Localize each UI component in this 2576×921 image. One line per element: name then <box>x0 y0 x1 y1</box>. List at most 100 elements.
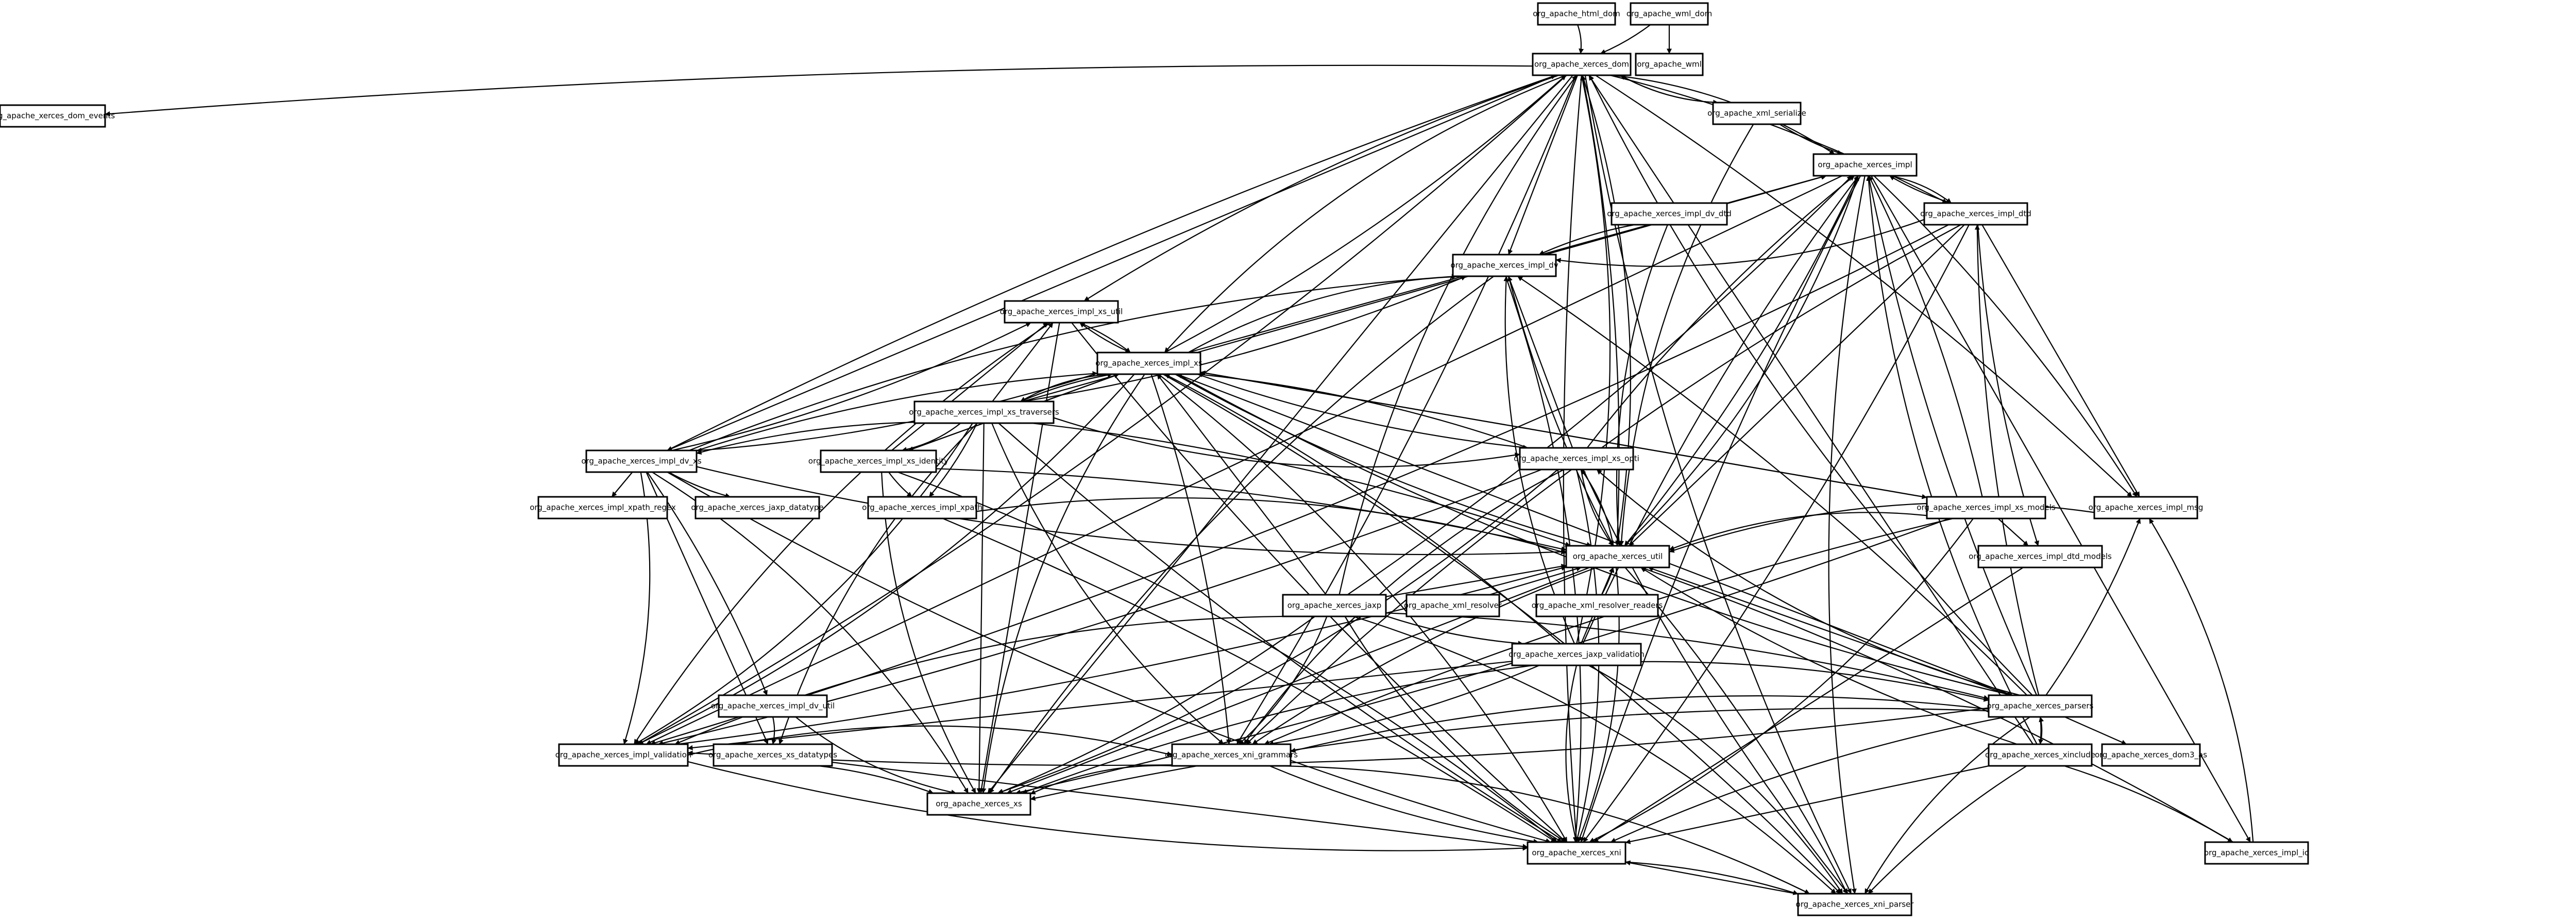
dependency-edge <box>689 274 1457 451</box>
dependency-edge <box>2148 518 2254 843</box>
package-node-xs[interactable]: org_apache_xerces_xs <box>926 792 1031 816</box>
dependency-edge <box>1158 374 1568 843</box>
dependency-edge <box>1157 374 1327 595</box>
package-node-impl-xs-models[interactable]: org_apache_xerces_impl_xs_models <box>1917 496 2056 520</box>
dependency-edge <box>696 373 1098 453</box>
package-node-xml-resolver[interactable]: org_apache_xml_resolver <box>1404 594 1502 617</box>
dependency-edge <box>667 74 1556 451</box>
package-node-impl-validation[interactable]: org_apache_xerces_impl_validation <box>555 743 692 767</box>
package-node-impl-msg[interactable]: org_apache_xerces_impl_msg <box>2089 496 2204 520</box>
dependency-edge <box>1616 224 1668 546</box>
package-node-impl-dv-dtd[interactable]: org_apache_xerces_impl_dv_dtd <box>1607 202 1732 226</box>
package-node-xs-datatypes[interactable]: org_apache_xerces_xs_datatypes <box>708 743 837 767</box>
package-node-jaxp-datatype[interactable]: org_apache_xerces_jaxp_datatype <box>691 496 824 520</box>
dependency-edge <box>1079 322 1131 353</box>
dependency-edge <box>696 466 1567 556</box>
package-node-impl-dv-util[interactable]: org_apache_xerces_impl_dv_util <box>711 694 835 718</box>
dependency-edge <box>881 472 976 794</box>
package-label: org_apache_xerces_xni_parser <box>1796 900 1914 910</box>
dependency-edge <box>1015 517 1950 795</box>
dependency-edge <box>1269 765 1539 844</box>
dependency-edge <box>1020 373 1113 402</box>
package-node-wml-dom[interactable]: org_apache_wml_dom <box>1626 2 1712 26</box>
package-node-impl-xs-traversers[interactable]: org_apache_xerces_impl_xs_traversers <box>909 400 1059 424</box>
package-node-impl-xs-identity[interactable]: org_apache_xerces_impl_xs_identity <box>808 449 948 473</box>
package-node-dom-events[interactable]: org_apache_xerces_dom_events <box>0 104 115 128</box>
package-node-util[interactable]: org_apache_xerces_util <box>1565 545 1670 568</box>
package-node-xml-resolver-readers[interactable]: org_apache_xml_resolver_readers <box>1532 594 1663 617</box>
package-node-html-dom[interactable]: org_apache_html_dom <box>1533 2 1620 26</box>
package-node-dom[interactable]: org_apache_xerces_dom <box>1532 53 1632 76</box>
package-node-impl-dtd-models[interactable]: org_apache_xerces_impl_dtd_models <box>1969 545 2112 568</box>
dependency-edge <box>1583 469 1849 894</box>
package-label: org_apache_xerces_impl_dv <box>1450 261 1558 271</box>
dependency-edge <box>667 472 1551 844</box>
dependency-edge <box>1290 695 1989 753</box>
package-node-xml-serialize[interactable]: org_apache_xml_serialize <box>1707 102 1806 125</box>
dependency-edge <box>2045 518 2141 696</box>
package-node-impl[interactable]: org_apache_xerces_impl <box>1812 153 1918 177</box>
package-label: org_apache_xerces_dom3_as <box>2095 750 2207 760</box>
dependency-edge <box>2064 716 2127 745</box>
package-node-xni-parser[interactable]: org_apache_xerces_xni_parser <box>1796 893 1914 916</box>
package-node-parsers[interactable]: org_apache_xerces_parsers <box>1987 694 2094 718</box>
package-node-xni-grammars[interactable]: org_apache_xerces_xni_grammars <box>1165 743 1298 767</box>
dependency-edge <box>674 615 1283 745</box>
package-node-impl-io[interactable]: org_apache_xerces_impl_io <box>2204 841 2309 865</box>
dependency-edge <box>668 472 731 498</box>
dependency-edge <box>1864 716 2030 894</box>
package-label: org_apache_html_dom <box>1533 9 1620 19</box>
dependency-edge <box>1601 567 1615 595</box>
dependency-edge <box>1625 860 1799 895</box>
dependency-edge <box>1030 765 1176 795</box>
dependency-edge <box>1595 75 2133 497</box>
dependency-edge <box>1640 661 1989 702</box>
dependency-edge <box>1624 567 1848 894</box>
dependency-edge <box>687 761 1528 851</box>
package-node-xinclude[interactable]: org_apache_xerces_xinclude <box>1985 743 2095 767</box>
package-node-dom3-as[interactable]: org_apache_xerces_dom3_as <box>2095 743 2207 767</box>
package-node-impl-xs-opti[interactable]: org_apache_xerces_impl_xs_opti <box>1514 447 1639 471</box>
dependency-edge <box>1889 175 1952 204</box>
dependency-edge <box>1871 175 2251 843</box>
package-label: org_apache_xerces_xs <box>936 799 1022 809</box>
package-node-impl-dv[interactable]: org_apache_xerces_impl_dv <box>1450 254 1558 277</box>
dependency-edge <box>1889 175 1952 204</box>
dependency-edge <box>1584 75 1852 894</box>
package-node-impl-xpath-regex[interactable]: org_apache_xerces_impl_xpath_regex <box>530 496 676 520</box>
dependency-edge <box>832 761 1528 849</box>
dependency-edge <box>1243 469 1565 745</box>
dependency-edge <box>2039 716 2044 745</box>
dependency-edge <box>1586 175 1855 448</box>
package-label: org_apache_wml <box>1637 60 1702 70</box>
dependency-edge <box>1589 75 2033 696</box>
package-node-impl-xs-util[interactable]: org_apache_xerces_impl_xs_util <box>1000 300 1123 324</box>
dependency-edge <box>1580 175 1861 843</box>
package-node-impl-xpath[interactable]: org_apache_xerces_impl_xpath <box>862 496 982 520</box>
dependency-edge <box>997 469 1558 794</box>
package-node-wml[interactable]: org_apache_wml <box>1635 53 1704 76</box>
package-label: org_apache_xerces_xs_datatypes <box>708 750 837 760</box>
package-label: org_apache_xerces_jaxp_validation <box>1509 650 1645 660</box>
dependency-edge <box>897 471 1558 843</box>
dependency-edge <box>1162 374 1841 894</box>
package-node-jaxp-validation[interactable]: org_apache_xerces_jaxp_validation <box>1509 643 1645 666</box>
package-label: org_apache_xerces_impl_xpath_regex <box>530 503 676 513</box>
package-node-jaxp[interactable]: org_apache_xerces_jaxp <box>1282 594 1387 617</box>
package-node-impl-dtd[interactable]: org_apache_xerces_impl_dtd <box>1920 202 2031 226</box>
dependency-edges <box>105 24 2254 895</box>
dependency-edge <box>1580 469 1614 546</box>
package-node-xni[interactable]: org_apache_xerces_xni <box>1527 841 1626 865</box>
dependency-edge <box>1640 567 2018 745</box>
dependency-edge <box>1020 372 1113 403</box>
dependency-edge <box>1867 175 2038 696</box>
package-node-impl-dv-xs[interactable]: org_apache_xerces_impl_dv_xs <box>581 449 702 473</box>
package-label: org_apache_xerces_impl_xs_models <box>1917 503 2056 513</box>
package-label: org_apache_xerces_impl_dtd_models <box>1969 552 2112 562</box>
package-node-impl-xs[interactable]: org_apache_xerces_impl_xs <box>1095 351 1202 375</box>
dependency-edge <box>696 422 915 455</box>
dependency-edge <box>1629 224 1965 546</box>
package-label: org_apache_xerces_impl_xs_traversers <box>909 408 1059 417</box>
dependency-edge <box>1581 75 1620 546</box>
dependency-edge <box>989 276 1495 794</box>
